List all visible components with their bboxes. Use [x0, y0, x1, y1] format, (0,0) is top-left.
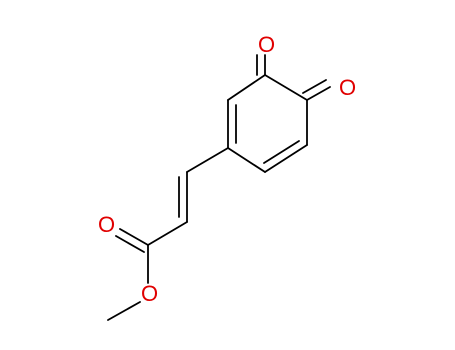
- bond-ring-c5-c6-double: [263, 140, 300, 164]
- atom-o-top: O: [258, 32, 275, 57]
- bond-o-ester-methyl: [107, 301, 141, 321]
- bond-beta-carbonyl-c: [147, 221, 188, 246]
- bond-ring-c6-c1: [227, 147, 266, 173]
- atom-o-carbonyl: O: [98, 212, 115, 237]
- bond-carbonyl-c-o-double: [115, 235, 145, 253]
- bond-c4-o-right-double: [302, 79, 327, 94]
- bond-ring-c5-c6: [264, 144, 308, 173]
- atom-o-right: O: [339, 75, 356, 100]
- bond-c1-alpha: [186, 147, 229, 173]
- bond-c4-o-right: [306, 86, 331, 101]
- bond-ring-c3-c4: [264, 74, 308, 101]
- atom-o-ester: O: [141, 281, 158, 306]
- bond-carbonyl-c-o: [119, 228, 149, 246]
- bond-ring-c2-c3: [227, 74, 266, 101]
